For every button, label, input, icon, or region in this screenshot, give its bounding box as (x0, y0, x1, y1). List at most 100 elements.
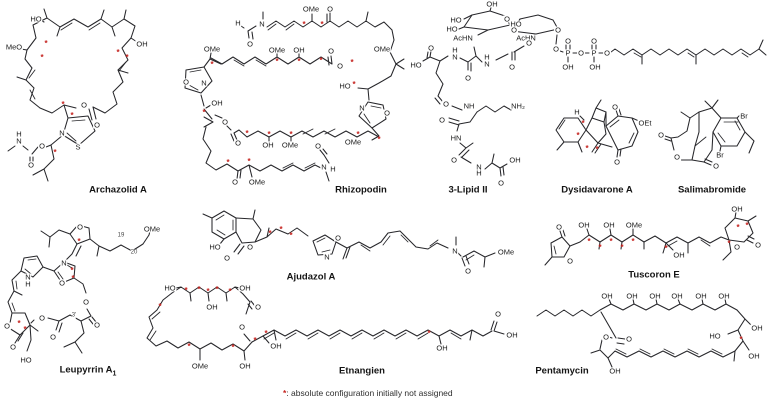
atom-label: OH (608, 366, 622, 376)
stereocenter-asterisk: * (289, 129, 293, 139)
atom-label: Br (739, 111, 749, 121)
atom-label: OMe (190, 361, 210, 371)
atom-label: H (15, 129, 23, 139)
atom-label: NH (462, 101, 476, 111)
stereocenter-asterisk: * (275, 56, 279, 66)
atom-label: H (24, 279, 32, 289)
atom-label: H (234, 18, 242, 28)
stereocenter-asterisk: * (609, 236, 613, 246)
atom-label: HN (449, 133, 463, 143)
atom-label: O (336, 61, 344, 71)
atom-label: OH (672, 250, 686, 260)
stereocenter-asterisk: * (585, 143, 589, 153)
atom-label: O (58, 278, 66, 288)
structure-3-lipid-ii (422, 3, 767, 177)
atom-label: OH (238, 361, 252, 371)
atom-label: AcHN (515, 33, 537, 43)
atom-label: P (590, 48, 598, 58)
atom-label: OMe (372, 44, 392, 54)
atom-label: O (613, 157, 621, 167)
stereocenter-asterisk: * (279, 224, 283, 234)
atom-label: O (327, 46, 335, 56)
atom-label: O (464, 266, 472, 276)
stereocenter-asterisk: * (356, 129, 360, 139)
atom-label: HO (445, 24, 459, 34)
atom-label: OH (602, 220, 616, 230)
stereocenter-asterisk: * (253, 335, 257, 345)
atom-label: O (49, 332, 57, 342)
atom-label: O (510, 25, 518, 35)
atom-label: O (38, 313, 46, 323)
compound-label-salimabromide: Salimabromide (677, 184, 747, 196)
atom-label: O (712, 161, 720, 171)
atom-label: OH (205, 302, 219, 312)
stereocenter-asterisk: * (187, 341, 191, 351)
atom-label: O (246, 242, 254, 252)
atom-label: OH (269, 341, 283, 351)
atom-label: HO (338, 81, 352, 91)
compound-label-rhizopodin: Rhizopodin (335, 184, 387, 196)
atom-label: O (733, 242, 741, 252)
atom-label: O (93, 120, 101, 130)
atom-label: O (38, 141, 46, 151)
structure-tuscoron-e (544, 211, 757, 266)
stereocenter-asterisk: * (350, 57, 354, 67)
atom-label: H (573, 107, 581, 117)
atom-label: OH (648, 291, 662, 301)
atom-label: O (383, 108, 391, 118)
atom-label: OH (717, 291, 731, 301)
atom-label: OH (505, 330, 519, 340)
atom-label: O (427, 43, 435, 53)
stereocenter-asterisk: * (595, 144, 599, 154)
atom-label: N (24, 272, 32, 282)
atom-label: S (74, 142, 82, 152)
stereocenter-asterisk: * (202, 107, 206, 117)
atom-label: OH (261, 140, 275, 150)
compound-label-leupyrrin-a1: Leupyrrin A1 (59, 364, 117, 378)
atom-label: O (314, 141, 322, 151)
atom-label: H (451, 45, 459, 55)
atom-label: H (475, 168, 483, 178)
atom-label: OH (561, 62, 575, 72)
stereocenter-asterisk: * (23, 324, 27, 334)
atom-label: Br (715, 150, 725, 160)
stereocenter-asterisk: * (268, 228, 272, 238)
atom-label: O (254, 302, 262, 312)
structure-salimabromide (664, 99, 755, 166)
structure-ajudazol-a (202, 209, 496, 268)
atom-label: HO (509, 19, 523, 29)
atom-label: O (554, 25, 562, 35)
atom-label: N (358, 103, 366, 113)
atom-label: NH₂ (510, 101, 526, 111)
footnote-text: : absolute configuration initially not a… (286, 388, 453, 398)
atom-label: N (58, 128, 66, 138)
atom-label: O (76, 222, 84, 232)
atom-label: OMe (343, 137, 363, 147)
atom-label: OH (508, 155, 522, 165)
atom-label: N (200, 78, 208, 88)
atom-label: OMe (267, 45, 287, 55)
atom-label: O (494, 309, 502, 319)
compound-label-3-lipid-ii: 3-Lipid II (448, 184, 488, 196)
stereocenter-asterisk: * (40, 52, 44, 62)
stereocenter-asterisk: * (206, 286, 210, 296)
compound-label-tuscoron-e: Tuscoron E (628, 269, 680, 281)
atom-label: HO (19, 355, 33, 365)
atom-label: HO (29, 14, 43, 24)
atom-label: O (246, 39, 254, 49)
atom-label: O (182, 77, 190, 87)
atom-label: O (3, 321, 11, 331)
atom-label: O (552, 44, 560, 54)
stereocenter-asterisk: * (297, 56, 301, 66)
stereocenter-asterisk: * (576, 130, 580, 140)
structure-rhizopodin (184, 11, 405, 182)
stereocenter-asterisk: * (184, 285, 188, 295)
compound-label-pentamycin: Pentamycin (535, 365, 589, 377)
stereocenter-asterisk: * (17, 318, 21, 328)
atom-label: AcHN (452, 33, 474, 43)
atom-label: O (464, 73, 472, 83)
atom-label: OEt (637, 118, 653, 128)
atom-label: MeO (4, 42, 24, 52)
stereocenter-asterisk: * (267, 129, 271, 139)
stereocenter-asterisk: * (427, 328, 431, 338)
